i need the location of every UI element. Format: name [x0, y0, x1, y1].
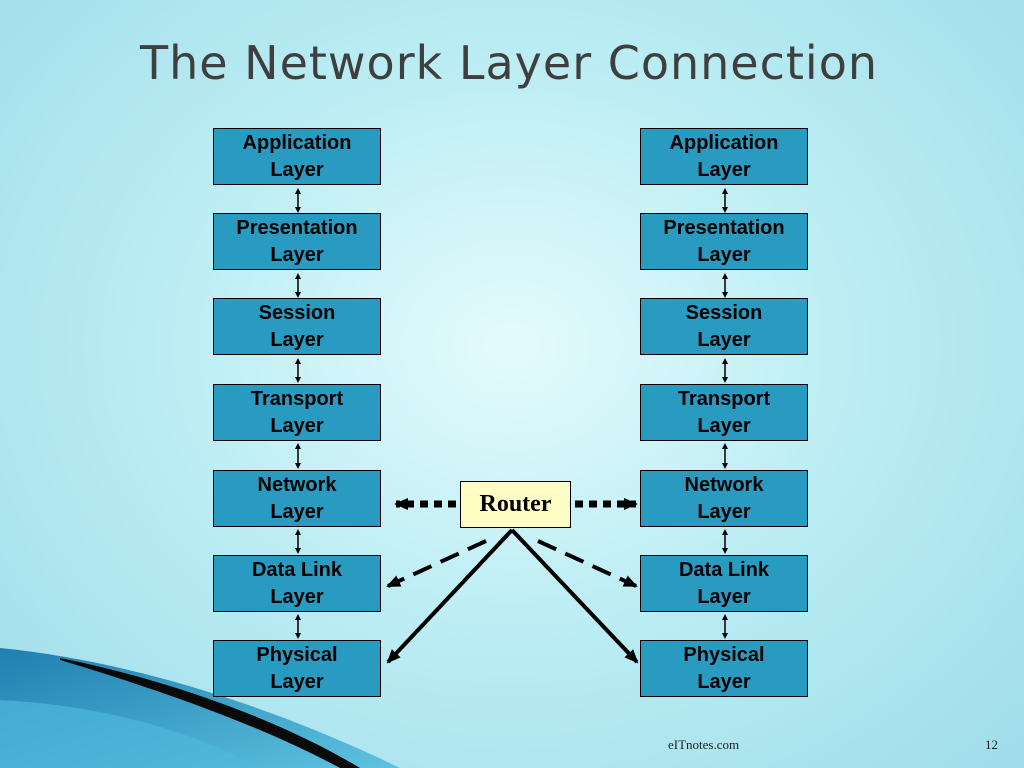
layer-name: Network	[257, 473, 337, 496]
right-presentation-layer: Presentation Layer	[640, 213, 808, 270]
layer-suffix: Layer	[697, 414, 751, 437]
left-network-layer: Network Layer	[213, 470, 381, 527]
layer-suffix: Layer	[697, 500, 751, 523]
layer-suffix: Layer	[697, 585, 751, 608]
right-transport-layer: Transport Layer	[640, 384, 808, 441]
layer-suffix: Layer	[270, 158, 324, 181]
right-physical-layer: Physical Layer	[640, 640, 808, 697]
layer-name: Presentation	[663, 216, 785, 239]
layer-name: Presentation	[236, 216, 358, 239]
router-to-right-physical-arrow	[510, 528, 639, 664]
router-to-right-datalink-arrow	[537, 539, 638, 588]
left-application-layer: Application Layer	[213, 128, 381, 185]
layer-suffix: Layer	[697, 158, 751, 181]
layer-name: Physical	[256, 643, 338, 666]
router-to-left-physical-arrow	[386, 528, 514, 664]
layer-suffix: Layer	[270, 414, 324, 437]
layer-name: Application	[242, 131, 352, 154]
page-number: 12	[985, 737, 998, 752]
layer-name: Transport	[250, 387, 344, 410]
left-transport-layer: Transport Layer	[213, 384, 381, 441]
right-session-layer: Session Layer	[640, 298, 808, 355]
layer-name: Network	[684, 473, 764, 496]
right-application-layer: Application Layer	[640, 128, 808, 185]
left-presentation-layer: Presentation Layer	[213, 213, 381, 270]
layer-suffix: Layer	[697, 328, 751, 351]
corner-swoosh	[0, 648, 400, 768]
left-session-layer: Session Layer	[213, 298, 381, 355]
layer-suffix: Layer	[270, 670, 324, 693]
layer-name: Data Link	[251, 558, 343, 581]
left-datalink-layer: Data Link Layer	[213, 555, 381, 612]
slide-title: The Network Layer Connection	[140, 36, 879, 90]
right-datalink-layer: Data Link Layer	[640, 555, 808, 612]
layer-name: Physical	[683, 643, 765, 666]
layer-name: Session	[685, 301, 763, 324]
router-box: Router	[460, 481, 571, 528]
right-network-layer: Network Layer	[640, 470, 808, 527]
layer-suffix: Layer	[270, 243, 324, 266]
layer-name: Transport	[677, 387, 771, 410]
layer-name: Data Link	[678, 558, 770, 581]
layer-suffix: Layer	[270, 500, 324, 523]
layer-name: Application	[669, 131, 779, 154]
layer-suffix: Layer	[697, 243, 751, 266]
layer-suffix: Layer	[270, 328, 324, 351]
layer-suffix: Layer	[697, 670, 751, 693]
layer-name: Session	[258, 301, 336, 324]
router-to-left-datalink-arrow	[386, 539, 487, 588]
layer-suffix: Layer	[270, 585, 324, 608]
footer-source: eITnotes.com	[668, 737, 740, 752]
router-label: Router	[479, 491, 552, 517]
left-physical-layer: Physical Layer	[213, 640, 381, 697]
